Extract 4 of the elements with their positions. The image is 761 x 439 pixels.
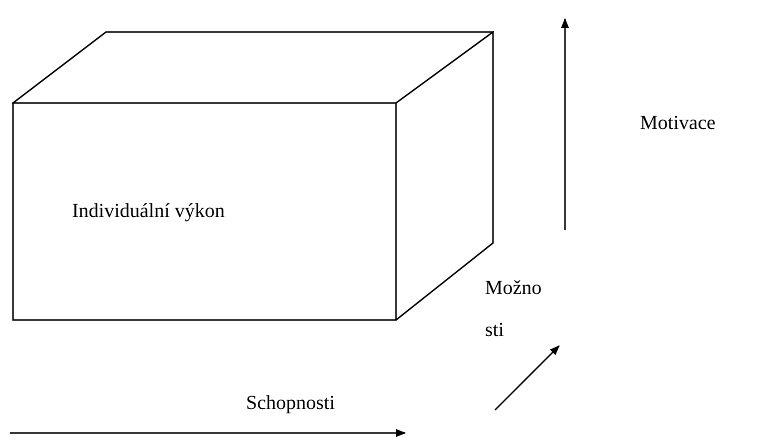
axis-label: Možno sti bbox=[485, 276, 543, 343]
axis-label: Schopnosti bbox=[246, 391, 335, 416]
box-label: Individuální výkon bbox=[72, 200, 225, 223]
axis-label: Motivace bbox=[640, 111, 716, 136]
